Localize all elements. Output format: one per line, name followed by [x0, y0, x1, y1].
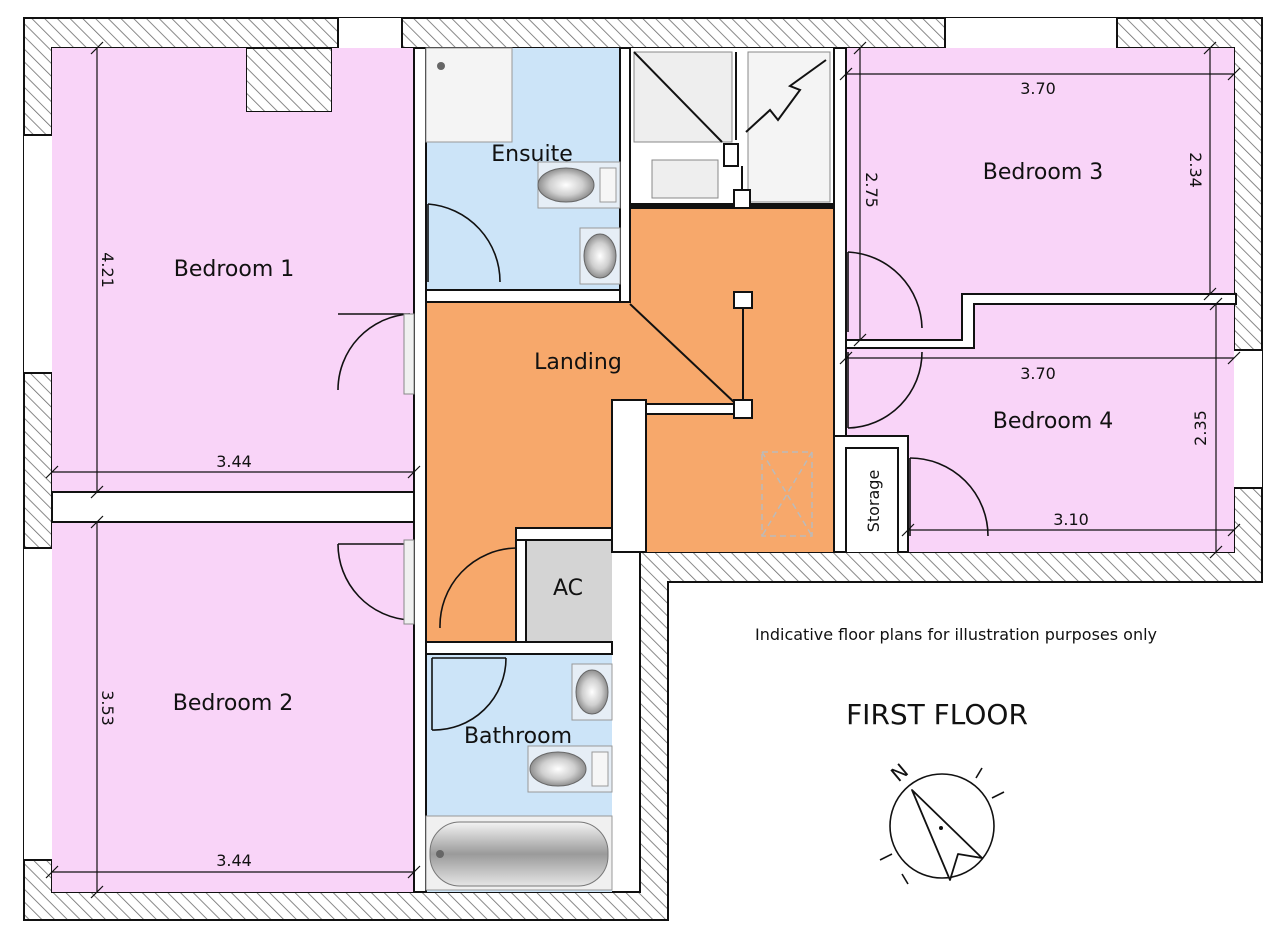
bedroom-4-width-bottom-label: 3.10: [1053, 510, 1089, 529]
bedroom-1-height-label: 4.21: [98, 252, 117, 288]
bedroom-2-width-label: 3.44: [216, 851, 252, 870]
bedroom-4-height-label: 2.35: [1191, 410, 1210, 446]
ac-label: AC: [553, 576, 583, 601]
bedroom-3-label: Bedroom 3: [983, 160, 1104, 185]
bedroom-2-height-label: 3.53: [98, 690, 117, 726]
bedroom-1-area: [52, 48, 414, 492]
bedroom-3-width-label: 3.70: [1020, 79, 1056, 98]
landing-area: [426, 206, 834, 642]
compass-north-label: N: [886, 759, 913, 787]
dimension-lines: [45, 41, 1241, 899]
floor-title: FIRST FLOOR: [846, 698, 1028, 731]
doors: [337, 203, 989, 731]
interior-walls: [51, 47, 1237, 893]
bedroom-4-label: Bedroom 4: [993, 409, 1114, 434]
bedroom-2-label: Bedroom 2: [173, 691, 294, 716]
bedroom-4-width-top-label: 3.70: [1020, 364, 1056, 383]
bedroom-1-width-label: 3.44: [216, 452, 252, 471]
ensuite-label: Ensuite: [491, 142, 573, 167]
bedroom-3-area: [846, 48, 1234, 340]
bedroom-3-height-left-label: 2.75: [862, 172, 881, 208]
disclaimer-note: Indicative floor plans for illustration …: [755, 625, 1157, 644]
storage-area: [846, 448, 898, 552]
landing-label: Landing: [534, 350, 622, 375]
staircase: [629, 51, 831, 537]
fixtures: [425, 47, 621, 891]
bedroom-3-height-right-label: 2.34: [1186, 152, 1205, 188]
bedroom-4-area: [846, 304, 1234, 552]
storage-label: Storage: [864, 470, 883, 533]
bedroom-2-area: [52, 522, 414, 892]
bathroom-label: Bathroom: [464, 724, 572, 749]
shower-tray: [425, 47, 513, 143]
bedroom-1-label: Bedroom 1: [174, 257, 295, 282]
exterior-walls: [23, 17, 1263, 921]
ac-area: [526, 540, 612, 642]
compass-icon: N: [879, 759, 1005, 885]
